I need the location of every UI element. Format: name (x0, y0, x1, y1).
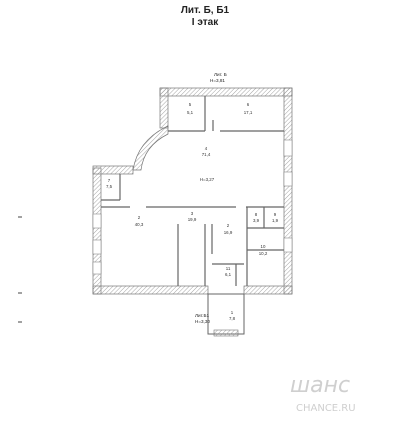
room-number: 6 (247, 102, 250, 107)
plan-subtitle: I этак (191, 17, 219, 28)
room-area: 7,8 (229, 316, 236, 321)
room-area: 5,1 (187, 110, 194, 115)
hall-height: H=3,27 (200, 177, 215, 182)
windows (92, 139, 293, 275)
room-area: 6,1 (225, 272, 232, 277)
room-number: 7 (108, 178, 111, 183)
room-number: 8 (255, 212, 258, 217)
room-number: 3 (191, 211, 194, 216)
room-area: 16,9 (224, 230, 233, 235)
watermark-logo: шанс (290, 373, 350, 398)
room-labels: 5 5,1 6 17,1 4 71,4 7 7,5 3 19,9 2 40,3 … (106, 102, 279, 321)
building-height: H=3,81 (210, 78, 225, 83)
room-area: 7,5 (106, 184, 113, 189)
room-area: 40,3 (135, 222, 144, 227)
room-number: 4 (205, 146, 208, 151)
annex-label: Лит.Б1 (195, 313, 209, 318)
annex (207, 293, 245, 337)
room-area: 3,9 (253, 218, 260, 223)
room-area: 17,1 (244, 110, 253, 115)
room-number: 2 (227, 223, 230, 228)
plan-title: Лит. Б, Б1 (180, 5, 230, 16)
room-area: 71,4 (202, 152, 211, 157)
room-area: 10,2 (259, 251, 268, 256)
annex-height: H=3,30 (195, 319, 210, 324)
room-number: 9 (274, 212, 277, 217)
outer-walls (92, 87, 293, 295)
curved-wall (132, 125, 169, 171)
room-number: 10 (261, 244, 266, 249)
room-number: 1 (231, 310, 234, 315)
room-area: 19,9 (188, 217, 197, 222)
watermark-site: CHANCE.RU (296, 403, 356, 414)
interior-walls (101, 96, 284, 286)
room-number: 2 (138, 215, 141, 220)
room-area: 1,9 (272, 218, 279, 223)
room-number: 11 (226, 266, 231, 271)
margin-ticks (18, 216, 22, 323)
watermark: шанс CHANCE.RU (290, 373, 356, 414)
building-label: Лит. Б (214, 72, 227, 77)
room-number: 5 (189, 102, 192, 107)
